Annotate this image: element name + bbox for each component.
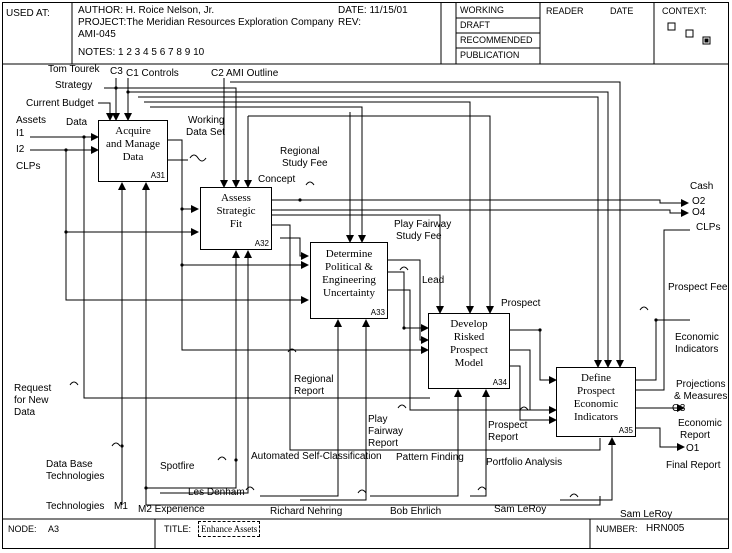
label-regional-report-2: Report	[294, 386, 325, 397]
label-regional-study-fee-2: Study Fee	[282, 158, 328, 169]
label-lead: Lead	[422, 275, 445, 286]
rev-field: REV:	[338, 17, 361, 28]
label-clps-out: CLPs	[696, 222, 721, 233]
label-les-denham: Les Denham	[188, 487, 245, 498]
node-id: A34	[492, 378, 507, 387]
label-play-fairway-report: Play	[368, 414, 388, 425]
label-prospect: Prospect	[501, 298, 541, 309]
label-concept: Concept	[258, 174, 296, 185]
label-request-2: for New	[14, 395, 49, 406]
label-c3: C3	[110, 66, 123, 77]
label-pattern-finding: Pattern Finding	[396, 452, 464, 463]
status-publication[interactable]: PUBLICATION	[460, 50, 520, 60]
label-prospect-report-2: Report	[488, 432, 519, 443]
label-c1-controls: C1 Controls	[126, 68, 179, 79]
label-m1: M1	[114, 501, 128, 512]
label-request: Request	[14, 383, 52, 394]
context-label: CONTEXT:	[662, 6, 707, 16]
label-portfolio-analysis: Portfolio Analysis	[486, 457, 563, 468]
label-current-budget: Current Budget	[26, 98, 94, 109]
label-play-fairway-study-fee: Play Fairway	[394, 219, 452, 230]
status-working[interactable]: WORKING	[460, 5, 504, 15]
label-economic-indicators-2: Indicators	[675, 344, 719, 355]
label-economic-report: Economic	[678, 418, 722, 429]
label-regional-report: Regional	[294, 374, 334, 385]
label-database-tech-2: Technologies	[46, 471, 105, 482]
label-working-data-set: Working	[188, 115, 225, 126]
label-economic-report-2: Report	[680, 430, 711, 441]
label-assets: Assets	[16, 115, 47, 126]
label-spotfire: Spotfire	[160, 461, 195, 472]
label-i2: I2	[16, 144, 25, 155]
label-technologies: Technologies	[46, 501, 105, 512]
label-sam-leroy-1: Sam LeRoy	[494, 504, 547, 515]
reader-label: READER	[546, 6, 584, 16]
label-automated-self-classification: Automated Self-Classification	[251, 451, 382, 462]
label-request-3: Data	[14, 407, 36, 418]
status-draft[interactable]: DRAFT	[460, 20, 490, 30]
title-value[interactable]: Enhance Assets	[198, 521, 261, 537]
number-value: HRN005	[646, 523, 685, 534]
label-projections: Projections	[676, 379, 726, 390]
node-id: A35	[618, 426, 633, 435]
label-projections-2: & Measures	[674, 391, 728, 402]
status-recommended[interactable]: RECOMMENDED	[460, 35, 533, 45]
node-id: A33	[370, 308, 385, 317]
label-o3: O3	[672, 403, 686, 414]
label-cash: Cash	[690, 181, 714, 192]
label-regional-study-fee: Regional	[280, 146, 320, 157]
label-tom-tourek: Tom Tourek	[48, 64, 100, 75]
label-final-report: Final Report	[666, 460, 721, 471]
label-bob-ehrlich: Bob Ehrlich	[390, 506, 442, 517]
label-o4: O4	[692, 207, 706, 218]
title-label: TITLE:	[164, 524, 192, 534]
label-i1: I1	[16, 128, 25, 139]
node-id: A32	[254, 239, 269, 248]
label-clps-in: CLPs	[16, 161, 41, 172]
label-data: Data	[66, 117, 88, 128]
label-database-tech: Data Base	[46, 459, 93, 470]
author-field: AUTHOR: H. Roice Nelson, Jr.	[78, 5, 215, 16]
node-value: A3	[48, 524, 60, 534]
used-at-label: USED AT:	[6, 8, 50, 19]
project-id: AMI-045	[78, 29, 116, 40]
label-strategy: Strategy	[55, 80, 93, 91]
label-play-fairway-report-3: Report	[368, 438, 399, 449]
node-label: NODE:	[8, 524, 37, 534]
label-o2: O2	[692, 196, 706, 207]
node-id: A31	[150, 171, 165, 180]
number-label: NUMBER:	[596, 524, 638, 534]
label-richard-nehring: Richard Nehring	[270, 506, 343, 517]
label-economic-indicators: Economic	[675, 332, 719, 343]
label-o1: O1	[686, 443, 700, 454]
label-c2-ami-outline: C2 AMI Outline	[211, 68, 279, 79]
reader-date-label: DATE	[610, 6, 634, 16]
label-play-fairway-study-fee-2: Study Fee	[396, 231, 442, 242]
notes-field: NOTES: 1 2 3 4 5 6 7 8 9 10	[78, 47, 205, 58]
label-working-data-set-2: Data Set	[186, 127, 225, 138]
date-field: DATE: 11/15/01	[338, 5, 408, 16]
label-play-fairway-report-2: Fairway	[368, 426, 404, 437]
label-prospect-report: Prospect	[488, 420, 528, 431]
label-m2-experience: M2 Experience	[138, 504, 205, 515]
label-sam-leroy-2: Sam LeRoy	[620, 509, 673, 520]
project-field: PROJECT:The Meridian Resources Explorati…	[78, 17, 334, 28]
label-prospect-fee: Prospect Fee	[668, 282, 728, 293]
